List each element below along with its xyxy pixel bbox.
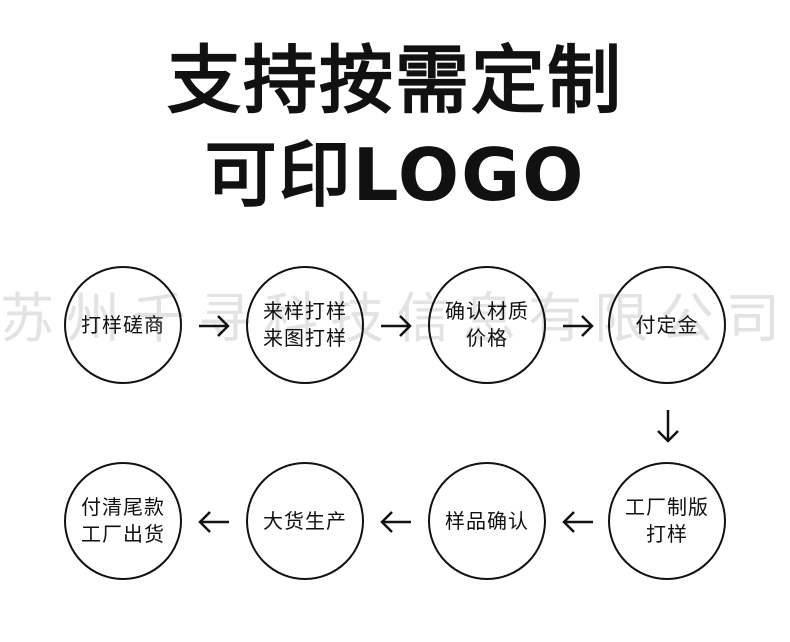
title-line-1: 支持按需定制 (167, 38, 623, 124)
arrow-right-icon (563, 315, 594, 337)
step-label-line: 样品确认 (445, 508, 529, 533)
step-pay-deposit: 付定金 (608, 266, 726, 384)
step-mass-production: 大货生产 (246, 462, 364, 580)
step-label-line: 付清尾款 (81, 495, 165, 519)
arrow-left-icon (562, 511, 593, 533)
step-label-line: 来样打样 (263, 299, 347, 323)
step-factory-plate-sampling: 工厂制版 打样 (608, 462, 726, 580)
step-sample-from-sample-or-drawing: 来样打样 来图打样 (246, 266, 364, 384)
step-label-line: 工厂出货 (81, 522, 165, 546)
step-label-line: 确认材质 (445, 299, 529, 323)
step-sample-confirmation: 样品确认 (428, 462, 546, 580)
arrow-left-icon (380, 511, 411, 533)
step-final-payment-shipment: 付清尾款 工厂出货 (64, 462, 182, 580)
step-label-line: 价格 (466, 326, 508, 350)
step-label-line: 付定金 (635, 312, 699, 337)
arrow-down-icon (657, 410, 679, 443)
step-confirm-material-price: 确认材质 价格 (428, 266, 546, 384)
step-label-line: 大货生产 (263, 508, 347, 533)
arrow-left-icon (198, 511, 229, 533)
arrow-right-icon (199, 315, 230, 337)
step-label-line: 来图打样 (263, 326, 347, 350)
step-label-line: 打样磋商 (81, 312, 165, 337)
step-label-line: 打样 (646, 522, 688, 546)
step-sample-negotiation: 打样磋商 (64, 266, 182, 384)
step-label-line: 工厂制版 (625, 495, 709, 519)
arrow-right-icon (381, 315, 412, 337)
title-line-2: 可印LOGO (204, 133, 586, 217)
